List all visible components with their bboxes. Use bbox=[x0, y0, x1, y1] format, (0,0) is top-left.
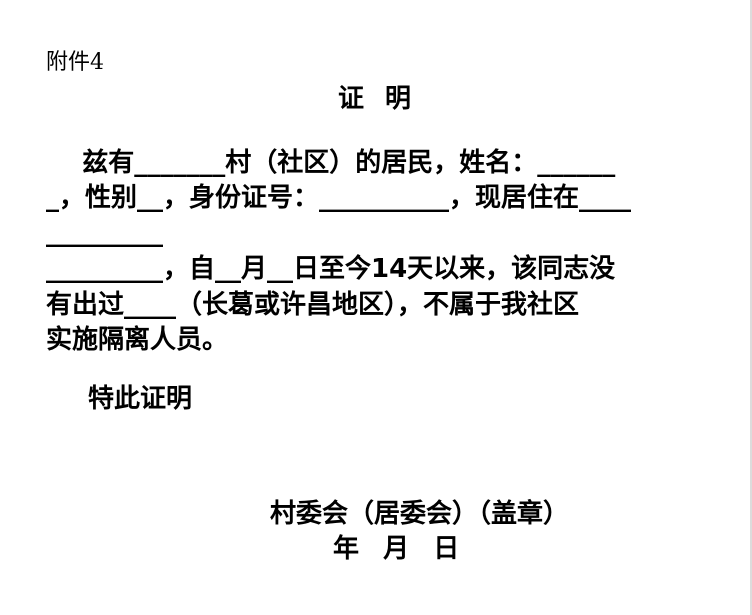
signature-organization: 村委会（居委会）（盖章） bbox=[270, 499, 570, 529]
attachment-label: 附件4 bbox=[46, 50, 104, 75]
body-line-5: 有出过____（长葛或许昌地区），不属于我社区 bbox=[46, 290, 580, 320]
page-edge bbox=[750, 0, 752, 615]
body-line-1: 兹有_______村（社区）的居民，姓名：______ bbox=[46, 148, 616, 178]
signature-date: 年 月 日 bbox=[333, 534, 462, 564]
body-line-4: _________，自__月__日至今14天以来，该同志没 bbox=[46, 254, 616, 284]
body-line-3: _________ bbox=[46, 218, 163, 248]
body-line-6: 实施隔离人员。 bbox=[46, 325, 229, 355]
body-line-2: _，性别__，身份证号：__________，现居住在____ bbox=[46, 183, 632, 213]
document-title: 证 明 bbox=[338, 84, 418, 114]
closing-text: 特此证明 bbox=[88, 384, 193, 414]
